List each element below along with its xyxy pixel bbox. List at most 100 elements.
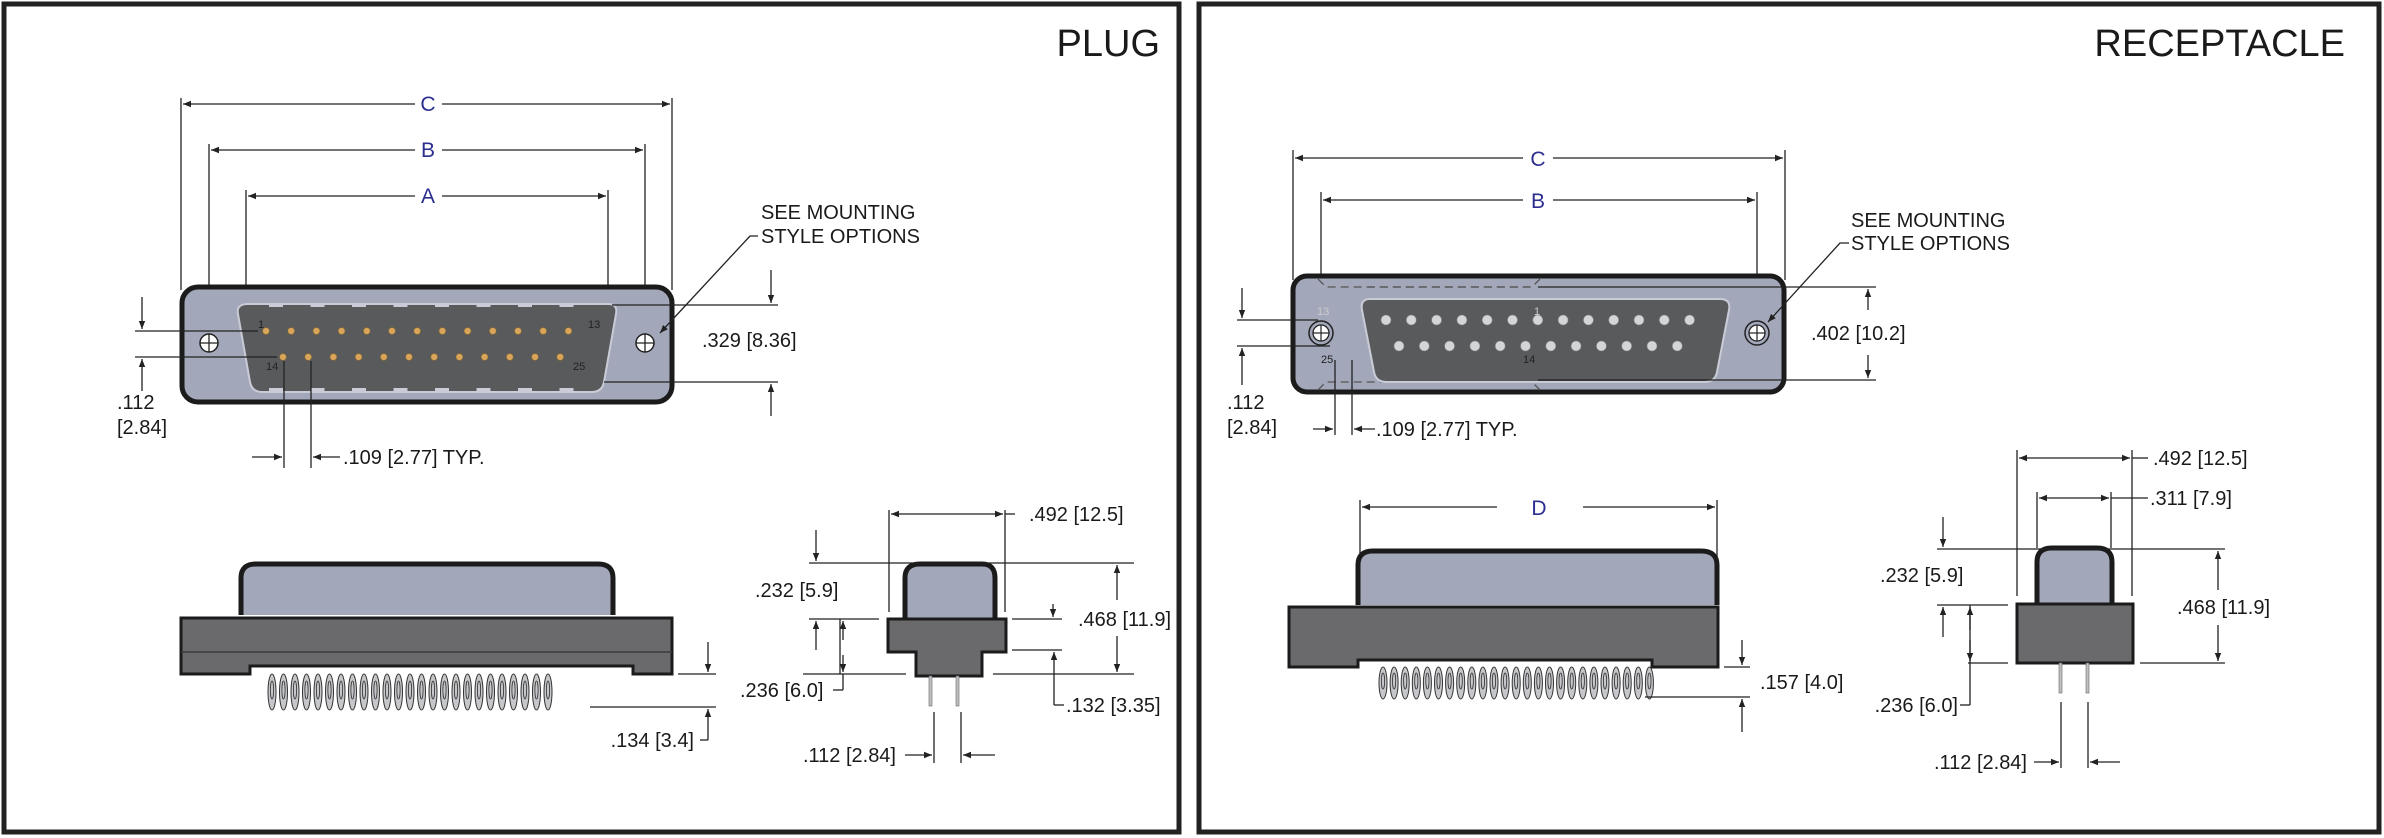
side-pin	[1378, 666, 1388, 700]
pin-contact	[556, 353, 564, 361]
pin-contact	[564, 327, 573, 335]
side-pin	[371, 673, 380, 711]
end-width-dim: .492 [12.5]	[2153, 448, 2248, 470]
side-pin	[336, 673, 346, 711]
side-pin	[1389, 666, 1399, 700]
pin-contact	[1431, 314, 1442, 326]
receptacle-side-view: D .157 [4.0]	[1287, 497, 1843, 732]
side-pin	[486, 673, 495, 711]
pin-contact	[1633, 314, 1645, 326]
pin-contact	[514, 327, 522, 335]
side-pin	[497, 673, 507, 711]
side-pin	[1589, 666, 1599, 700]
pin-contact	[312, 327, 321, 335]
receptacle-panel-frame	[1196, 1, 2382, 835]
row-spacing-inch: .112	[1227, 392, 1264, 414]
side-pin	[348, 673, 357, 711]
side-pin	[1545, 666, 1554, 700]
pin-contact	[1406, 314, 1417, 326]
side-pin	[1511, 666, 1521, 700]
side-pin	[1445, 666, 1455, 700]
end-step-height-dim: .132 [3.35]	[1066, 695, 1161, 717]
pin-contact	[1419, 340, 1430, 352]
mounting-hole-icon	[635, 333, 655, 353]
height-dim: .402 [10.2]	[1811, 323, 1906, 345]
row-spacing-mm: [2.84]	[1227, 417, 1277, 439]
end-width-dim: .492 [12.5]	[1029, 504, 1124, 526]
pin-contact	[363, 327, 371, 335]
pin-length-dim: .157 [4.0]	[1760, 672, 1843, 694]
dim-letter-d: D	[1531, 497, 1546, 520]
side-pin	[474, 673, 484, 711]
dim-letter-b: B	[1531, 190, 1545, 213]
side-pin	[520, 673, 530, 711]
pin-label: 13	[588, 319, 600, 331]
side-pin	[1644, 666, 1654, 700]
end-base-height-dim: .236 [6.0]	[740, 680, 823, 702]
mounting-note-line2: STYLE OPTIONS	[1851, 233, 2010, 255]
end-base-height-dim: .236 [6.0]	[1875, 695, 1958, 717]
pin-label: 1	[258, 319, 264, 331]
plug-insert	[236, 303, 618, 393]
side-pin	[451, 673, 461, 711]
mounting-hole-icon	[1744, 320, 1770, 346]
shroud-slot	[269, 304, 283, 307]
side-pin	[1567, 666, 1577, 700]
side-pin	[1633, 666, 1643, 700]
mounting-note-line1: SEE MOUNTING	[761, 202, 915, 224]
pin-contact	[531, 353, 539, 361]
end-overall-height-dim: .468 [11.9]	[1078, 609, 1171, 631]
pin-contact	[413, 327, 421, 335]
pin-contact	[329, 353, 338, 361]
side-pin	[417, 673, 426, 711]
pin-contact	[480, 353, 489, 361]
end-shell-height-dim: .232 [5.9]	[755, 580, 838, 602]
pin-contact	[337, 327, 346, 335]
shroud-slot	[393, 388, 408, 391]
pin-contact	[1380, 314, 1392, 326]
end-overall-height-dim: .468 [11.9]	[2177, 597, 2270, 619]
dim-letter-c: C	[420, 93, 435, 116]
side-pin	[1456, 666, 1466, 700]
plug-side-pin-row	[267, 673, 553, 711]
height-dim: .329 [8.36]	[702, 330, 797, 352]
pin-contact	[463, 327, 472, 335]
side-pin	[405, 673, 415, 711]
receptacle-front-view: C B 13 1 25 14 .112 [2.84]	[1227, 148, 2010, 441]
plug-front-view: C B A 1 13 14 25 .112 [2.84]	[117, 93, 920, 469]
plug-title: PLUG	[1057, 23, 1160, 65]
side-pin	[440, 673, 449, 711]
end-pin-spacing-dim: .112 [2.84]	[1934, 752, 2027, 774]
side-pin	[313, 673, 323, 711]
side-pin	[1556, 666, 1566, 700]
pin-pitch-dim: .109 [2.77] TYP.	[343, 447, 485, 469]
plug-pin-array	[262, 304, 574, 391]
side-pin	[463, 673, 472, 711]
side-pin	[1422, 666, 1432, 700]
pin-contact	[1646, 340, 1658, 352]
pin-contact	[1557, 314, 1569, 326]
shroud-slot	[518, 388, 532, 391]
pin-contact	[1570, 340, 1582, 352]
dim-letter-a: A	[421, 185, 435, 208]
shroud-slot	[310, 388, 325, 391]
plug-end-view: .492 [12.5] .232 [5.9] .236 [6.0] .132 […	[740, 504, 1171, 767]
side-pin	[532, 673, 541, 711]
side-pin	[1533, 666, 1543, 700]
side-pin	[302, 673, 311, 711]
side-pin	[325, 673, 334, 711]
side-pin	[267, 673, 277, 711]
pin-contact	[262, 327, 270, 335]
pin-contact	[354, 353, 363, 361]
mounting-hole-icon	[199, 333, 219, 353]
pin-label: 13	[1317, 306, 1329, 318]
pin-length-dim: .134 [3.4]	[611, 730, 694, 752]
side-pin	[382, 673, 392, 711]
side-pin	[1489, 666, 1499, 700]
side-pin	[1611, 666, 1621, 700]
side-pin	[428, 673, 438, 711]
pin-label: 25	[573, 361, 585, 373]
row-spacing-mm: [2.84]	[117, 417, 167, 439]
side-pin	[1578, 666, 1588, 700]
shroud-slot	[269, 388, 283, 391]
